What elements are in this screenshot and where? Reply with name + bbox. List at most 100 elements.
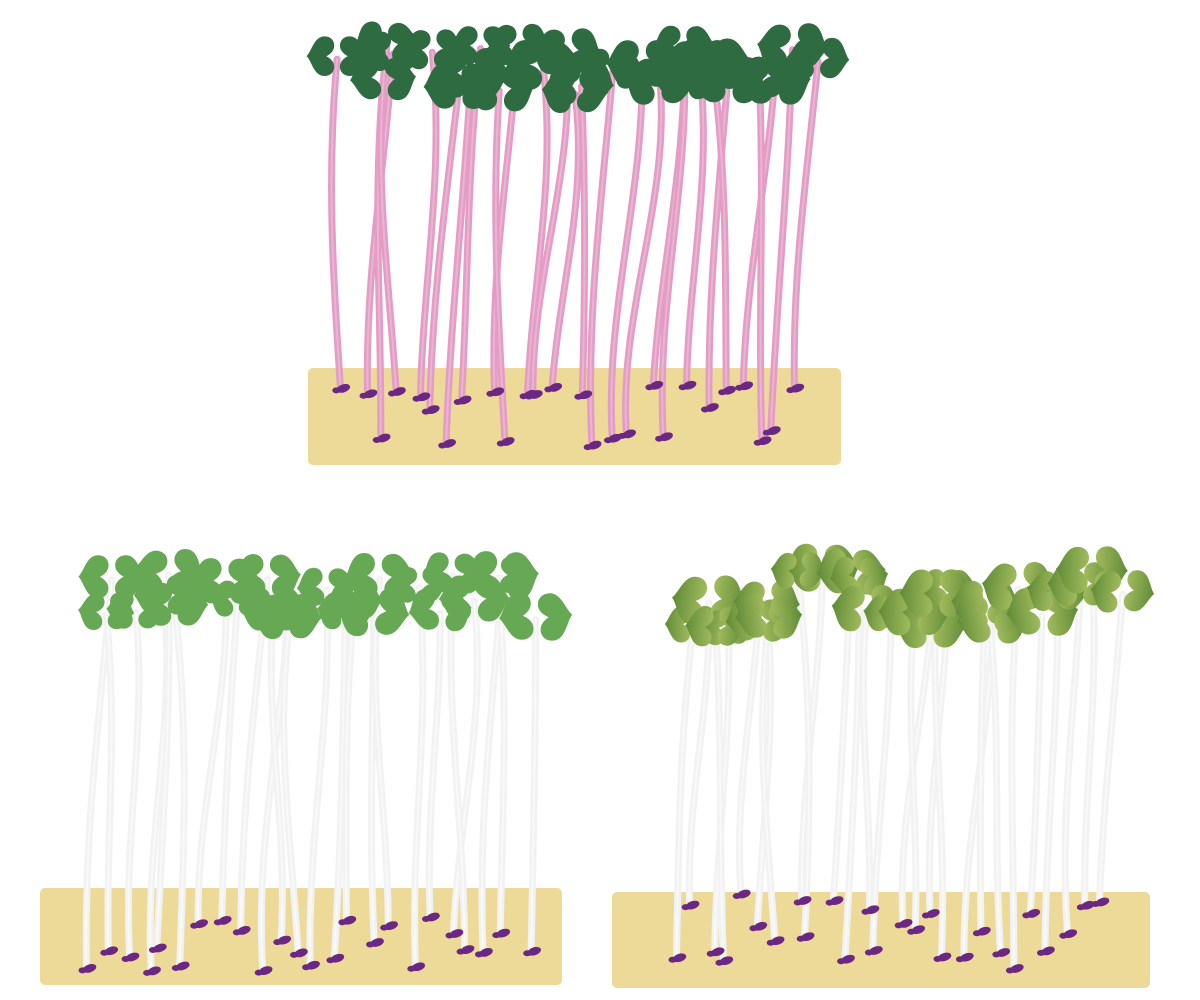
sprout-stem-highlight [127,611,140,955]
seed-hull-fragment [544,386,553,393]
sprout-stem-highlight [413,586,424,965]
seed-hull-fragment [645,384,654,391]
stems-layer [82,572,540,972]
seed-hull-fragment [438,442,447,449]
cotyledon-leaf-left [735,594,767,638]
cotyledon-leaf-left [863,595,890,632]
seed-hull-fragment [302,964,311,971]
cotyledon-leaf-left [408,589,440,630]
sprout-stem-highlight [624,83,663,432]
seed-hull-fragment [388,390,396,397]
seed-hull-fragment [735,384,744,391]
seed-hull-fragment [618,432,627,439]
seed-hull-fragment [718,389,727,396]
sprout-stem-highlight [871,614,893,949]
sprout-stem-highlight [428,88,460,408]
seed-hull-fragment [232,929,241,936]
seed-hull-fragment [706,950,715,957]
seed-hull-fragment [604,437,612,444]
seed-hull-fragment [332,387,341,394]
cotyledon-leaf-right [799,552,826,588]
seeds-layer [332,380,805,451]
cotyledon-leaf-left [899,569,933,618]
cotyledon-leaf-left [831,586,865,632]
seed-hull-fragment [907,928,916,935]
seed-hull-fragment [326,957,335,964]
seed-hull-fragment [372,437,381,443]
sprout-stem-highlight [1083,571,1096,904]
cotyledon-leaf-right [384,57,417,101]
seed-hull-fragment [492,932,501,939]
sprout-stem-highlight [844,578,861,958]
cotyledon-leaf-left [829,556,858,595]
seed-hull-fragment [749,925,758,932]
seed-hull-fragment [523,950,532,957]
seed-hull-fragment [453,399,462,405]
cotyledon-leaf-right [820,37,850,79]
sprout-stem-highlight [282,616,299,951]
seed-hull-fragment [825,899,834,906]
sprout-stem-highlight [333,612,347,957]
cotyledon-leaf-left [549,62,581,105]
seed-hull-fragment [732,893,741,899]
sprout-stem-highlight [714,628,725,959]
cotyledon-leaf-left [685,607,714,647]
cotyledon-leaf-left [981,563,1017,611]
seed-hull-fragment [421,408,430,415]
cotyledon-leaf-left [504,40,543,90]
cotyledon-leaf-left [391,567,418,603]
seed-hull-fragment [1005,967,1014,974]
seeds-layer [668,889,1110,974]
cotyledon-leaf-left [757,24,791,71]
sprout-stem-highlight [685,67,705,384]
cotyledon-leaf-left [240,587,271,631]
seed-hull-fragment [100,949,109,956]
cotyledon-leaf-left [432,48,468,98]
seed-hull-fragment [668,956,677,963]
cotyledon-leaf-right [500,556,526,593]
cotyledon-leaf-left [469,557,496,594]
sprout-stem-highlight [105,613,113,949]
seed-hull-fragment [715,959,724,966]
cotyledon-leaf-left [463,64,498,111]
seed-hull-fragment [359,392,368,399]
sprout-stem-highlight [496,577,506,932]
sprout-stem-highlight [707,80,729,406]
seed-hull-fragment [338,919,347,926]
cotyledon-leaf-left [402,30,431,70]
seed-hull-fragment [412,395,421,402]
sprout-stem-highlight [675,626,694,956]
cotyledon-leaf-left [727,57,759,99]
seed-hull-fragment [143,969,152,976]
leaves-layer [306,21,850,113]
cotyledon-leaf-left [878,588,912,636]
sprout-stem-highlight [1098,593,1124,900]
sprout-stem-highlight [379,45,397,390]
seed-hull-fragment [753,439,762,446]
sprout-stem-highlight [1029,613,1044,912]
sprout-stem-highlight [1064,586,1082,932]
seed-hull-fragment [861,908,870,915]
cotyledon-leaf-left [450,26,478,65]
sprout-stem-highlight [797,572,811,935]
seed-hull-fragment [254,969,263,976]
cotyledon-leaf-left [582,48,611,89]
sprout-stem-highlight [909,613,917,928]
seed-hull-fragment [290,951,298,958]
sprout-stem-highlight [1044,592,1059,949]
cotyledon-leaf-left [234,554,266,598]
seed-hull-fragment [762,429,771,436]
seed-hull-fragment [213,919,222,926]
sprout-stem-highlight [761,618,776,939]
sprout-stem-highlight [445,74,472,442]
cotyledon-leaf-left [350,56,382,100]
seed-hull-fragment [796,935,805,942]
seeds-layer [78,912,541,976]
cotyledon-leaf-right [770,595,803,639]
seed-hull-fragment [445,932,454,939]
cotyledon-leaf-left [531,29,565,75]
seed-hull-fragment [456,948,465,955]
sprout-group-white-stems-olive-leaves [612,543,1155,988]
seed-hull-fragment [933,956,942,962]
seed-hull-fragment [678,384,687,391]
